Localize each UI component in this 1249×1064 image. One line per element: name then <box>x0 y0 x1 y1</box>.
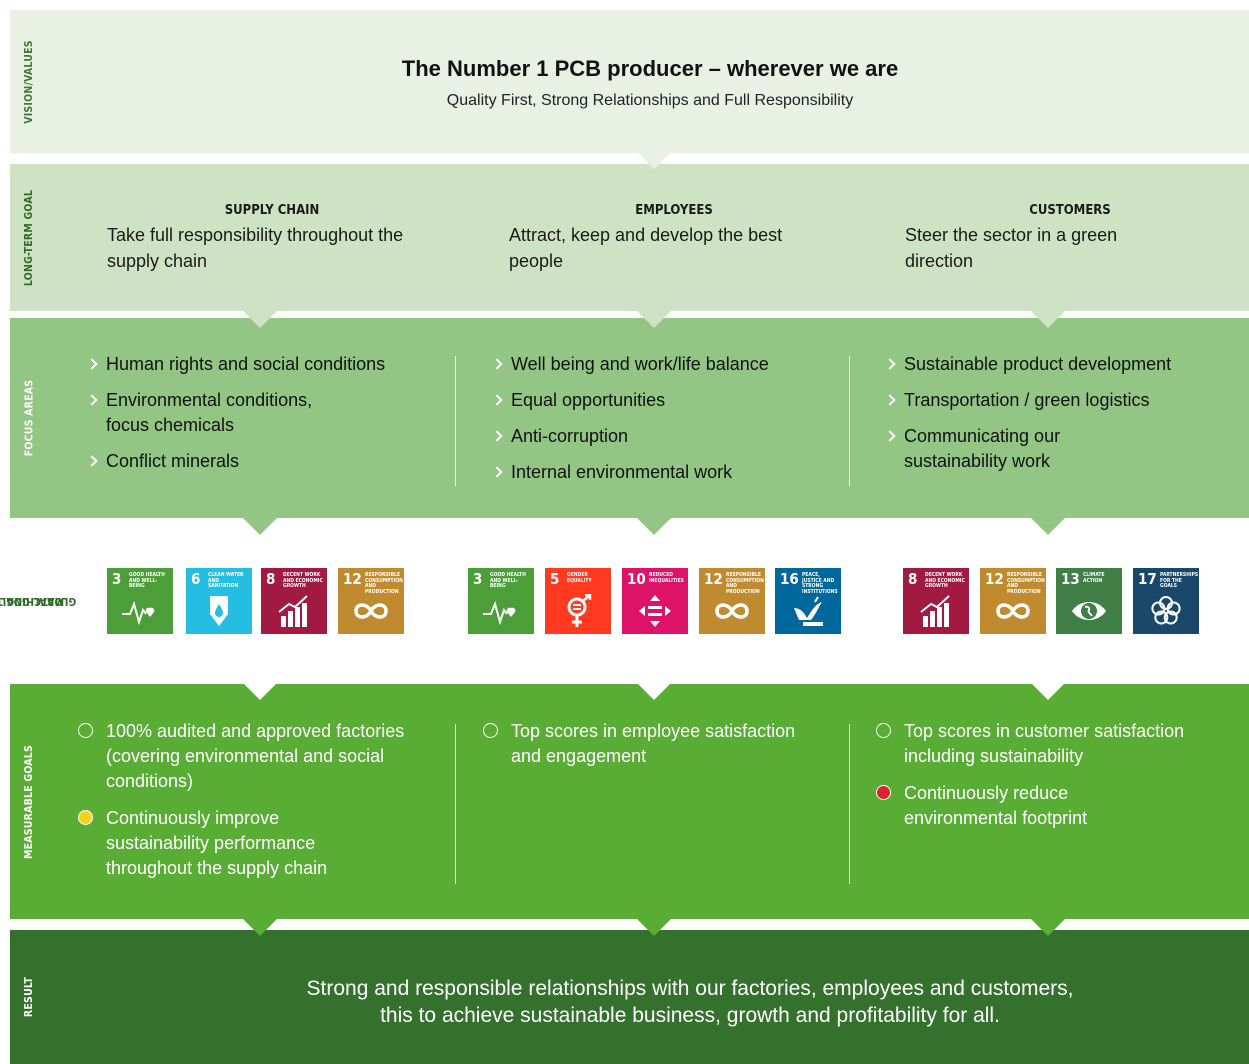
focus-list-supply-chain: Human rights and social conditions Envir… <box>86 352 431 485</box>
long-term-goal-customers: CUSTOMERS Steer the sector in a green di… <box>905 203 1235 274</box>
long-term-goal-band <box>10 164 1249 311</box>
vision-title: The Number 1 PCB producer – wherever we … <box>401 56 899 81</box>
side-label-matching: MATCHING THEGLOBAL GOALS <box>0 594 77 607</box>
vision-subtitle: Quality First, Strong Relationships and … <box>446 92 854 109</box>
result-text: Strong and responsible relationships wit… <box>306 977 1074 1027</box>
long-term-text: Attract, keep and develop the best peopl… <box>509 225 783 271</box>
measurable-goal-item: Continuously reduce environmental footpr… <box>876 781 1154 831</box>
heartbeat-icon <box>122 600 155 626</box>
side-label-measurable: MEASURABLE GOALS <box>23 744 35 859</box>
measurable-list-employees: Top scores in employee satisfaction and … <box>483 719 803 781</box>
long-term-goal-supply-chain: SUPPLY CHAIN Take full responsibility th… <box>107 203 437 274</box>
measurable-goal-item: Top scores in employee satisfaction and … <box>483 719 803 769</box>
measurable-list-supply-chain: 100% audited and approved factories (cov… <box>78 719 423 893</box>
side-label-long-term: LONG-TERM GOAL <box>23 189 36 286</box>
measurable-notch-3 <box>1031 919 1065 936</box>
global-goals-notch-3 <box>1031 683 1065 700</box>
measurable-divider <box>455 724 456 884</box>
focus-item: Well being and work/life balance <box>491 352 831 377</box>
infinity-icon <box>996 603 1030 619</box>
status-circle-icon <box>876 723 891 738</box>
focus-list-employees: Well being and work/life balance Equal o… <box>491 352 831 496</box>
water-drop-icon <box>210 596 228 626</box>
heartbeat-icon <box>483 600 516 626</box>
vision-band <box>10 10 1249 153</box>
focus-list-customers: Sustainable product development Transpor… <box>884 352 1224 485</box>
growth-chart-icon <box>278 595 308 627</box>
focus-item: Conflict minerals <box>86 449 431 474</box>
infinity-icon <box>715 603 749 619</box>
measurable-goal-item: 100% audited and approved factories (cov… <box>78 719 423 794</box>
side-label-focus: FOCUS AREAS <box>23 379 35 457</box>
equals-arrows-icon <box>639 595 671 627</box>
focus-item: Anti-corruption <box>491 424 831 449</box>
measurable-goal-item: Continuously improve sustainability perf… <box>78 806 368 881</box>
focus-item: Internal environmental work <box>491 460 831 485</box>
growth-chart-icon <box>920 595 950 627</box>
status-circle-red-icon <box>876 785 891 800</box>
long-term-heading: CUSTOMERS <box>1029 203 1111 218</box>
long-term-goal-employees: EMPLOYEES Attract, keep and develop the … <box>509 203 839 274</box>
long-term-notch-2 <box>637 311 671 328</box>
focus-item: Transportation / green logistics <box>884 388 1224 413</box>
long-term-text: Steer the sector in a green direction <box>905 225 1118 271</box>
measurable-goals-band <box>10 684 1249 919</box>
status-circle-icon <box>78 723 93 738</box>
eye-globe-icon <box>1072 602 1106 620</box>
global-goals-notch-2 <box>637 683 671 700</box>
long-term-notch-1 <box>243 311 277 328</box>
result-band <box>10 930 1249 1064</box>
measurable-divider <box>849 724 850 884</box>
measurable-list-customers: Top scores in customer satisfaction incl… <box>876 719 1221 843</box>
focus-item: Environmental conditions, focus chemical… <box>86 388 356 438</box>
long-term-notch-3 <box>1031 311 1065 328</box>
focus-item: Communicating our sustainability work <box>884 424 1134 474</box>
long-term-text: Take full responsibility throughout the … <box>107 225 404 271</box>
status-circle-yellow-icon <box>78 810 93 825</box>
focus-divider <box>455 356 456 486</box>
status-circle-icon <box>483 723 498 738</box>
infinity-icon <box>354 603 388 619</box>
measurable-goal-item: Top scores in customer satisfaction incl… <box>876 719 1221 769</box>
focus-notch-2 <box>637 518 671 535</box>
focus-notch-3 <box>1031 518 1065 535</box>
measurable-notch-1 <box>243 919 277 936</box>
focus-item: Human rights and social conditions <box>86 352 431 377</box>
vision-notch <box>637 152 671 169</box>
partnership-flower-icon <box>1151 596 1181 625</box>
global-goals-notch-1 <box>243 683 277 700</box>
focus-item: Sustainable product development <box>884 352 1224 377</box>
focus-divider <box>849 356 850 486</box>
long-term-heading: SUPPLY CHAIN <box>224 203 320 218</box>
side-label-result: RESULT <box>23 976 36 1018</box>
dove-icon <box>794 596 823 626</box>
measurable-notch-2 <box>637 919 671 936</box>
focus-item: Equal opportunities <box>491 388 831 413</box>
focus-notch-1 <box>243 518 277 535</box>
long-term-heading: EMPLOYEES <box>635 203 713 218</box>
gender-equality-icon <box>567 594 592 627</box>
